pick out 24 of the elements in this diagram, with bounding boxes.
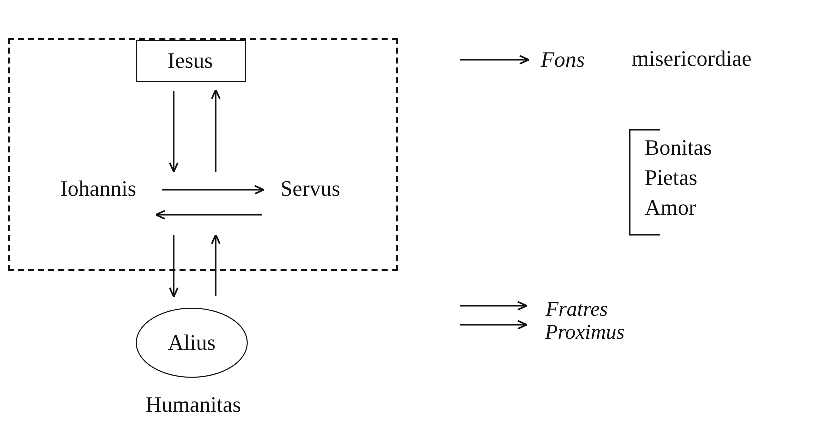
- arrow: [211, 234, 221, 296]
- label-text: Pietas: [645, 167, 698, 189]
- node-label: Iesus: [168, 50, 214, 72]
- arrow: [155, 210, 262, 220]
- arrow: [460, 301, 528, 311]
- text-box: [136, 40, 246, 82]
- arrow: [460, 320, 528, 330]
- label-text: misericordiae: [632, 48, 752, 70]
- node-caption: Humanitas: [146, 394, 242, 416]
- node-label: Alius: [168, 332, 216, 354]
- label-text: Amor: [645, 197, 696, 219]
- arrow: [169, 235, 179, 298]
- arrow: [211, 89, 221, 172]
- label-text: Bonitas: [645, 137, 712, 159]
- dashed-frame: [8, 38, 398, 271]
- arrow: [169, 91, 179, 173]
- ellipse-node: [136, 308, 248, 378]
- node-label: Iohannis: [60, 178, 136, 200]
- node-label: Fratres: [546, 298, 608, 320]
- node-label: Fons: [541, 49, 585, 71]
- node-label: Servus: [280, 178, 340, 200]
- arrow: [460, 55, 530, 65]
- arrow: [162, 185, 265, 195]
- node-label: Proximus: [545, 322, 625, 342]
